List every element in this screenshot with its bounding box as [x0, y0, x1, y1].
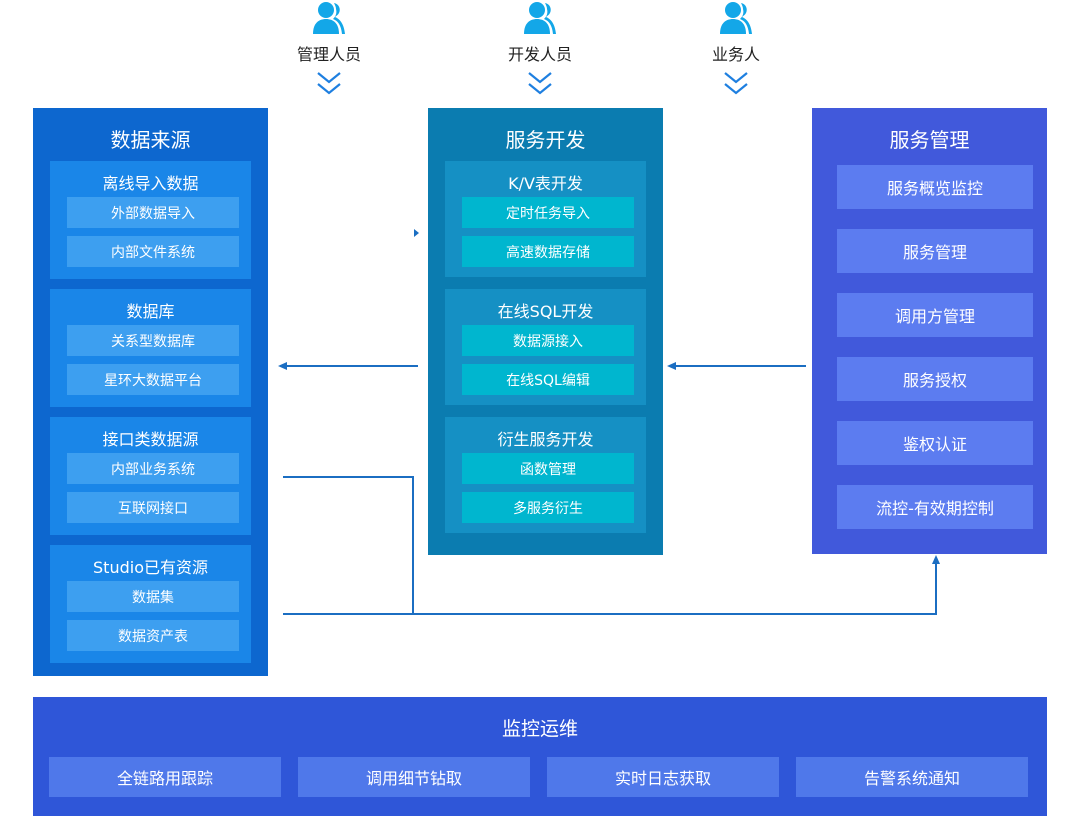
data-source-item: 内部文件系统 [67, 236, 239, 267]
connector-interface-path [283, 476, 414, 614]
monitoring-item: 全链路用跟踪 [49, 757, 281, 797]
user-pair-icon [719, 1, 753, 35]
connector-bottom-path [283, 562, 937, 615]
data-source-item: 数据集 [67, 581, 239, 612]
data-source-group: Studio已有资源数据集数据资产表 [50, 545, 251, 663]
role-label: 业务人 [711, 45, 760, 64]
arrowhead-left-1 [278, 362, 287, 370]
monitoring-item: 调用细节钻取 [298, 757, 530, 797]
data-source-item: 外部数据导入 [67, 197, 239, 228]
service-dev-group: 衍生服务开发函数管理多服务衍生 [445, 417, 646, 533]
service-mgmt-item: 调用方管理 [837, 293, 1033, 337]
monitoring-panel: 监控运维 全链路用跟踪调用细节钻取实时日志获取告警系统通知 [33, 697, 1047, 816]
service-mgmt-item: 流控-有效期控制 [837, 485, 1033, 529]
service-dev-panel: 服务开发 K/V表开发定时任务导入高速数据存储在线SQL开发数据源接入在线SQL… [428, 108, 663, 555]
arrowhead-left-2 [667, 362, 676, 370]
group-title: 接口类数据源 [102, 430, 199, 449]
monitoring-title: 监控运维 [501, 718, 578, 740]
group-title: 数据库 [126, 302, 175, 321]
group-title: Studio已有资源 [93, 558, 208, 577]
data-source-panel: 数据来源 离线导入数据外部数据导入内部文件系统数据库关系型数据库星环大数据平台接… [33, 108, 268, 676]
service-dev-item: 函数管理 [462, 453, 634, 484]
data-source-group: 离线导入数据外部数据导入内部文件系统 [50, 161, 251, 279]
service-dev-group: 在线SQL开发数据源接入在线SQL编辑 [445, 289, 646, 405]
chevron-down-icon [723, 70, 749, 96]
data-source-title: 数据来源 [110, 128, 191, 152]
monitoring-item: 实时日志获取 [547, 757, 779, 797]
arrowhead-small [414, 229, 419, 237]
role-label: 管理人员 [296, 45, 361, 64]
service-mgmt-title: 服务管理 [889, 128, 970, 152]
role-label: 开发人员 [507, 45, 572, 64]
user-pair-icon [312, 1, 346, 35]
service-mgmt-item: 服务管理 [837, 229, 1033, 273]
service-mgmt-item: 服务授权 [837, 357, 1033, 401]
group-title: K/V表开发 [508, 174, 583, 193]
service-dev-item: 在线SQL编辑 [462, 364, 634, 395]
data-source-item: 内部业务系统 [67, 453, 239, 484]
chevron-down-icon [316, 70, 342, 96]
data-source-group: 接口类数据源内部业务系统互联网接口 [50, 417, 251, 535]
data-source-item: 星环大数据平台 [67, 364, 239, 395]
user-pair-icon [523, 1, 557, 35]
service-dev-item: 高速数据存储 [462, 236, 634, 267]
data-source-item: 互联网接口 [67, 492, 239, 523]
service-mgmt-item: 鉴权认证 [837, 421, 1033, 465]
data-source-group: 数据库关系型数据库星环大数据平台 [50, 289, 251, 407]
service-mgmt-item: 服务概览监控 [837, 165, 1033, 209]
monitoring-item: 告警系统通知 [796, 757, 1028, 797]
group-title: 离线导入数据 [102, 174, 199, 193]
service-dev-group: K/V表开发定时任务导入高速数据存储 [445, 161, 646, 277]
chevron-down-icon [527, 70, 553, 96]
service-dev-title: 服务开发 [505, 128, 586, 152]
service-mgmt-panel: 服务管理 服务概览监控服务管理调用方管理服务授权鉴权认证流控-有效期控制 [812, 108, 1047, 554]
data-source-item: 关系型数据库 [67, 325, 239, 356]
service-dev-item: 多服务衍生 [462, 492, 634, 523]
group-title: 在线SQL开发 [497, 302, 594, 321]
arrowhead-up [932, 555, 940, 564]
data-source-item: 数据资产表 [67, 620, 239, 651]
group-title: 衍生服务开发 [497, 430, 594, 449]
service-dev-item: 定时任务导入 [462, 197, 634, 228]
service-dev-item: 数据源接入 [462, 325, 634, 356]
